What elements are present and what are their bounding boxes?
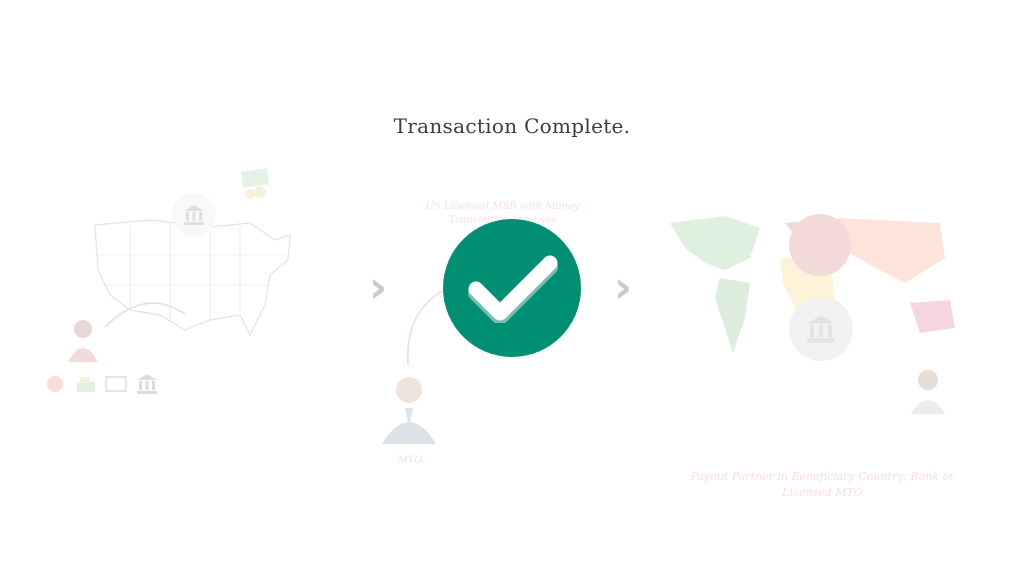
success-check-badge xyxy=(443,219,581,357)
transaction-status-title: Transaction Complete. xyxy=(393,114,631,138)
mto-agent-avatar-icon xyxy=(382,377,436,444)
transfer-arc xyxy=(104,302,186,328)
sender-avatar-icon xyxy=(68,320,98,362)
us-map-outline xyxy=(94,219,291,337)
chevron-right-icon: › xyxy=(614,262,633,313)
bank-small-icon xyxy=(137,374,157,394)
bank-icon xyxy=(789,297,853,361)
checkmark-icon xyxy=(468,255,558,323)
mto-arc xyxy=(407,289,446,366)
phone-icon xyxy=(47,376,63,392)
beneficiary-avatar-icon xyxy=(911,370,945,414)
card-icon xyxy=(105,376,127,392)
world-map xyxy=(670,216,955,353)
cash-icon xyxy=(241,168,269,199)
payment-methods-row xyxy=(45,372,160,396)
mto-label: MTO xyxy=(397,455,423,466)
bank-icon xyxy=(172,193,216,237)
cash-stack-icon xyxy=(77,377,95,392)
chevron-right-icon: › xyxy=(369,262,388,313)
payout-partner-label: Payout Partner in Beneficiary Country: B… xyxy=(690,470,955,499)
swift-icon xyxy=(789,214,851,276)
